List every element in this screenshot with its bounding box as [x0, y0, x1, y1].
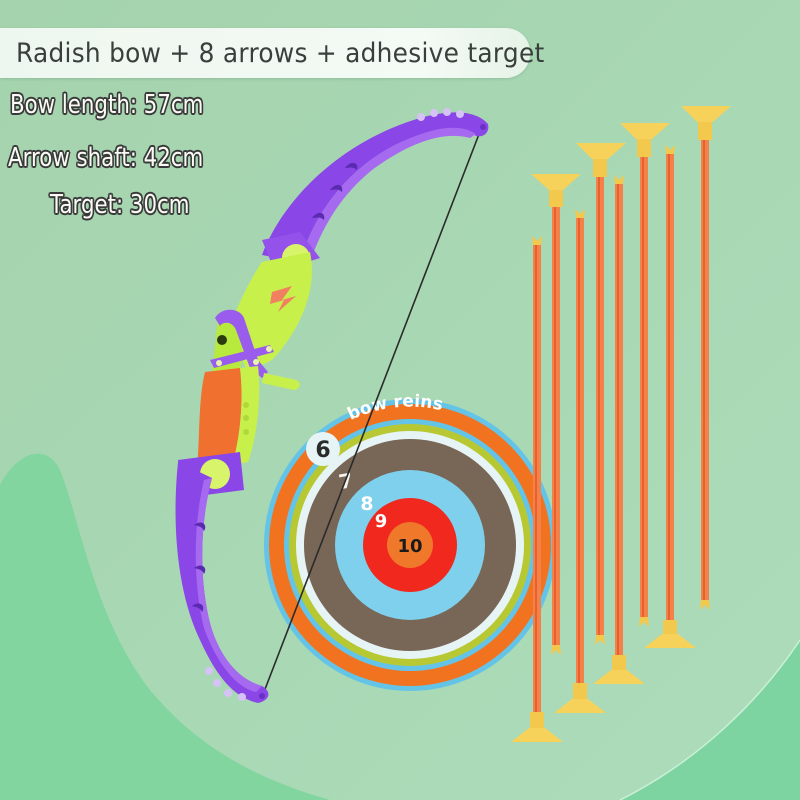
arrow-icon	[531, 174, 581, 655]
background-wave-left	[0, 453, 330, 800]
target-icon: 6 7 8 9 10 bow reins	[264, 392, 556, 691]
arrow-icon	[620, 123, 670, 627]
spec-bow-length: Bow length: 57cm	[10, 90, 204, 120]
arrow-icon	[554, 209, 606, 713]
lightning-icon	[270, 286, 296, 312]
arrow-icon	[593, 175, 645, 684]
spec-target-size: Target: 30cm	[50, 190, 190, 220]
ring-number-10: 10	[397, 536, 422, 557]
arrows-group	[511, 106, 731, 742]
arrow-icon	[511, 236, 563, 742]
arrow-icon	[576, 143, 626, 645]
spec-arrow-shaft: Arrow shaft: 42cm	[8, 143, 204, 173]
ring-number-6: 6	[315, 438, 330, 463]
page-title: Radish bow + 8 arrows + adhesive target	[16, 37, 545, 69]
background-wave-right	[620, 640, 800, 800]
arrow-icon	[681, 106, 731, 610]
ring-number-8: 8	[360, 493, 373, 515]
ring-number-9: 9	[375, 511, 388, 532]
title-banner: Radish bow + 8 arrows + adhesive target	[0, 28, 544, 78]
arrow-icon	[644, 145, 696, 648]
bow-string	[261, 128, 482, 698]
bow-icon	[175, 108, 489, 703]
